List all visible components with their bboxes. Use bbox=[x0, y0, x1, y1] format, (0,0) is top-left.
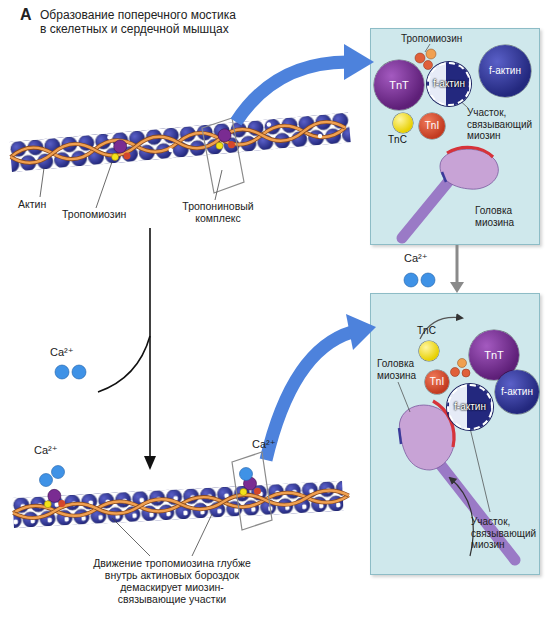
troponin-i bbox=[254, 488, 261, 495]
panel-label: Участок, связывающий миозин bbox=[467, 107, 537, 142]
protein-circle: f-актин bbox=[447, 384, 493, 430]
leader-line bbox=[112, 518, 150, 556]
caption-note: Движение тропомиозина глубже внутрь акти… bbox=[92, 557, 252, 605]
protein-circle: f-актин bbox=[479, 45, 531, 97]
protein-name: TnC bbox=[417, 326, 436, 336]
actin-strand bbox=[9, 112, 350, 172]
transition-arrow bbox=[450, 245, 464, 293]
arrow-shaft bbox=[456, 245, 459, 283]
panel-label: Головка миозина bbox=[475, 205, 537, 228]
troponin-t bbox=[113, 139, 127, 153]
protein-circle: TnC bbox=[419, 341, 439, 361]
panel-label: Участок, связывающий миозин bbox=[471, 516, 537, 551]
troponin-t bbox=[243, 477, 257, 491]
part-label: Тропониновый комплекс bbox=[176, 200, 260, 224]
binding-site-dot bbox=[168, 148, 173, 153]
panel-label: Головка миозина bbox=[377, 358, 425, 381]
tropomyosin-outline bbox=[13, 489, 349, 519]
ion-label: Ca²⁺ bbox=[34, 444, 74, 457]
process-arrow bbox=[149, 228, 151, 458]
calcium-ion bbox=[55, 365, 69, 379]
protein-name: TnT bbox=[484, 350, 504, 361]
thin-filament bbox=[9, 112, 350, 172]
protein-circle: TnI bbox=[425, 370, 449, 394]
protein-circle: f-актин bbox=[427, 62, 471, 106]
tropomyosin-strand bbox=[10, 120, 346, 164]
panel-label: Тропомиозин bbox=[401, 33, 491, 45]
figure-title: Образование поперечного мостика в скелет… bbox=[40, 9, 238, 37]
process-arrow-head bbox=[144, 456, 156, 470]
leader-line bbox=[192, 514, 212, 556]
leader-line bbox=[40, 168, 44, 197]
protein-name: f-актин bbox=[489, 66, 521, 76]
troponin-t bbox=[218, 128, 232, 142]
calcium-ion bbox=[72, 365, 86, 379]
panel-letter: А bbox=[20, 6, 38, 24]
section-frame bbox=[232, 452, 272, 530]
zoom-arrow bbox=[236, 62, 348, 122]
binding-site-dot bbox=[266, 122, 271, 127]
calcium-ion bbox=[40, 474, 53, 487]
calcium-ion bbox=[240, 468, 253, 481]
protein-name: TnI bbox=[430, 377, 444, 387]
part-label: Актин bbox=[18, 198, 68, 210]
tropomyosin-strand bbox=[13, 489, 349, 519]
ion-label: Ca²⁺ bbox=[50, 346, 90, 359]
protein-circle: f-актин bbox=[495, 370, 539, 414]
tropomyosin-outline bbox=[10, 120, 346, 164]
tropomyosin-strand bbox=[10, 120, 346, 164]
tropomyosin-strand bbox=[13, 489, 349, 519]
binding-site-dot bbox=[107, 135, 112, 140]
leader-line bbox=[215, 170, 222, 200]
detail-panel: Головка миозинаУчасток, связывающий миоз… bbox=[370, 293, 540, 575]
troponin-i bbox=[123, 152, 131, 160]
ion-label: Ca²⁺ bbox=[252, 438, 292, 451]
part-label: Тропомиозин bbox=[62, 208, 142, 220]
calcium-inflow-line bbox=[98, 336, 150, 392]
protein-name: f-актин bbox=[501, 387, 533, 397]
tropomyosin-outline bbox=[13, 489, 349, 519]
calcium-ion bbox=[52, 466, 65, 479]
ion-label: Ca²⁺ bbox=[404, 252, 444, 265]
protein-circle: TnT bbox=[374, 60, 424, 110]
troponin-c bbox=[111, 153, 119, 161]
troponin-i bbox=[228, 141, 236, 149]
troponin-t bbox=[48, 489, 62, 503]
protein-name: f-актин bbox=[433, 79, 465, 89]
protein-name: TnT bbox=[389, 80, 409, 91]
actin-strand bbox=[12, 481, 343, 528]
tropomyosin-outline bbox=[10, 120, 346, 164]
protein-name: TnC bbox=[388, 135, 407, 145]
detail-panel: ТропомиозинУчасток, связывающий миозинГо… bbox=[370, 28, 540, 245]
troponin-c bbox=[44, 501, 51, 508]
calcium-ion bbox=[404, 273, 418, 287]
troponin-c bbox=[216, 142, 224, 150]
zoom-arrow bbox=[266, 332, 352, 460]
arrow-head bbox=[450, 282, 464, 293]
troponin-i bbox=[58, 500, 65, 507]
troponin-c bbox=[240, 488, 247, 495]
protein-name: f-актин bbox=[454, 402, 486, 412]
protein-name: TnI bbox=[425, 121, 439, 131]
section-frame bbox=[202, 118, 244, 193]
thin-filament bbox=[12, 472, 350, 528]
binding-site-dot bbox=[318, 134, 323, 139]
calcium-ion bbox=[421, 273, 435, 287]
leader-line bbox=[96, 162, 112, 208]
protein-circle: TnI bbox=[419, 113, 445, 139]
protein-circle: TnC bbox=[393, 113, 413, 133]
